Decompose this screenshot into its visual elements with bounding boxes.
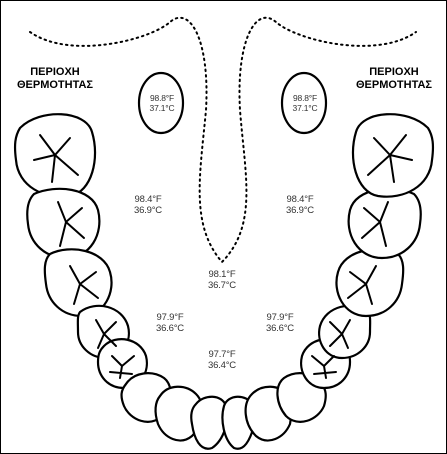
- reading-lower-right: 97.9°F 36.6°C: [250, 312, 310, 334]
- reading-lower-right-f: 97.9°F: [250, 312, 310, 323]
- zone-label-left-line1: ΠΕΡΙΟΧΗ: [8, 66, 102, 79]
- tooth-right-2: [349, 189, 421, 258]
- reading-sublingual-right-c: 37.1°C: [285, 104, 325, 114]
- reading-lower-left-f: 97.9°F: [140, 312, 200, 323]
- reading-center-c: 36.7°C: [192, 280, 252, 291]
- reading-front: 97.7°F 36.4°C: [192, 349, 252, 371]
- zone-label-right-line1: ΠΕΡΙΟΧΗ: [344, 66, 444, 79]
- reading-sublingual-right: 98.8°F 37.1°C: [285, 94, 325, 113]
- reading-front-c: 36.4°C: [192, 360, 252, 371]
- reading-cheek-right: 98.4°F 36.9°C: [270, 194, 330, 216]
- reading-lower-left-c: 36.6°C: [140, 323, 200, 334]
- reading-cheek-left: 98.4°F 36.9°C: [118, 194, 178, 216]
- tooth-left-2: [27, 189, 99, 258]
- reading-lower-right-c: 36.6°C: [250, 323, 310, 334]
- zone-label-right: ΠΕΡΙΟΧΗ ΘΕΡΜΟΤΗΤΑΣ: [344, 66, 444, 92]
- zone-label-left: ΠΕΡΙΟΧΗ ΘΕΡΜΟΤΗΤΑΣ: [8, 66, 102, 92]
- zone-label-right-line2: ΘΕΡΜΟΤΗΤΑΣ: [344, 79, 444, 92]
- tooth-right-3: [336, 249, 403, 316]
- reading-cheek-right-c: 36.9°C: [270, 205, 330, 216]
- reading-center-f: 98.1°F: [192, 269, 252, 280]
- reading-sublingual-left: 98.8°F 37.1°C: [142, 94, 182, 113]
- reading-sublingual-left-c: 37.1°C: [142, 104, 182, 114]
- reading-cheek-left-f: 98.4°F: [118, 194, 178, 205]
- reading-cheek-right-f: 98.4°F: [270, 194, 330, 205]
- reading-lower-left: 97.9°F 36.6°C: [140, 312, 200, 334]
- reading-cheek-left-c: 36.9°C: [118, 205, 178, 216]
- reading-front-f: 97.7°F: [192, 349, 252, 360]
- reading-center: 98.1°F 36.7°C: [192, 269, 252, 291]
- zone-label-left-line2: ΘΕΡΜΟΤΗΤΑΣ: [8, 79, 102, 92]
